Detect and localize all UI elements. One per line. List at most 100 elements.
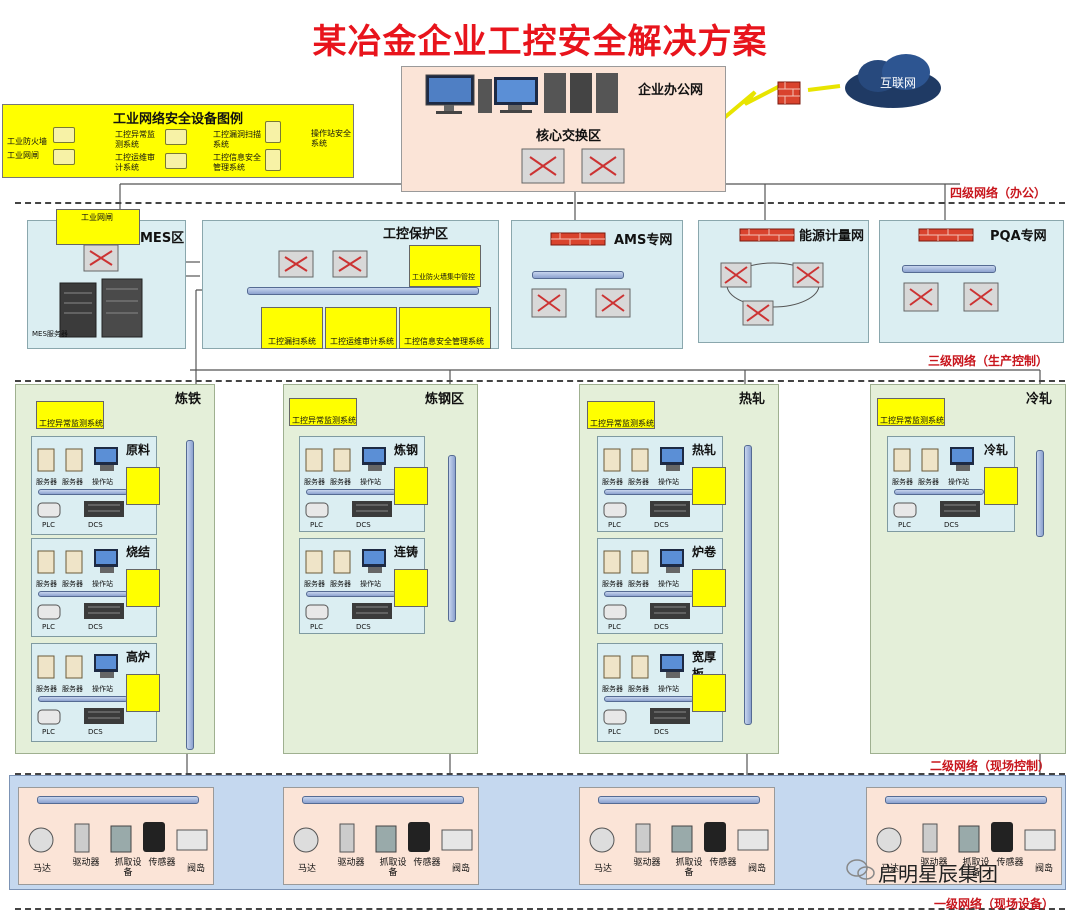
device-label: 服务器 bbox=[602, 478, 623, 486]
mes-zone-title: MES区 bbox=[140, 231, 185, 246]
area-monitor-box: 工控异常监测系统 bbox=[877, 398, 945, 426]
station-security-box bbox=[394, 569, 428, 607]
server-station-icon bbox=[37, 447, 118, 472]
area-title: 炼钢区 bbox=[424, 392, 464, 407]
level2-label: 二级网络（现场控制） bbox=[930, 759, 1051, 773]
protect-bus bbox=[247, 287, 479, 295]
control-cell-title: 炉卷 bbox=[692, 545, 717, 559]
internet-cloud-icon bbox=[845, 54, 941, 108]
station-security-box bbox=[126, 467, 160, 505]
mes-switch-icon bbox=[83, 244, 119, 272]
legend-item-scan: 工控漏洞扫描系统 bbox=[213, 130, 261, 149]
field-device-label: 马达 bbox=[297, 864, 316, 874]
area-vertical-bus bbox=[448, 455, 456, 622]
legend-item-audit: 工控运维审计系统 bbox=[115, 153, 155, 172]
field-device-group: 马达驱动器抓取设备传感器阀岛 bbox=[579, 787, 775, 885]
dcs-label: DCS bbox=[88, 521, 103, 529]
device-label: 操作站 bbox=[92, 580, 113, 588]
plc-dcs-icon bbox=[305, 603, 392, 620]
field-device-label: 抓取设备 bbox=[675, 858, 703, 878]
field-device-label: 传感器 bbox=[996, 858, 1024, 868]
field-devices-icon bbox=[586, 816, 772, 856]
device-label: 操作站 bbox=[658, 478, 679, 486]
mes-gateway-box: 工业网闸 bbox=[56, 209, 140, 245]
plc-dcs-icon bbox=[305, 501, 392, 518]
legend-item-infosec: 工控信息安全管理系统 bbox=[213, 153, 261, 172]
plc-label: PLC bbox=[310, 623, 324, 631]
mes-gateway-label: 工业网闸 bbox=[81, 213, 113, 222]
legend-item-firewall: 工业防火墙 bbox=[7, 137, 47, 146]
field-device-label: 传感器 bbox=[148, 858, 176, 868]
field-device-group: 马达驱动器抓取设备传感器阀岛 bbox=[283, 787, 479, 885]
control-cell-title: 冷轧 bbox=[984, 443, 1009, 457]
level1-divider bbox=[15, 908, 1065, 910]
device-label: 服务器 bbox=[892, 478, 913, 486]
protect-zone: 工控保护区 工业防火墙集中管控 工控漏扫系统 工控运维审计系统 工控信息安全管理… bbox=[202, 220, 499, 349]
plc-dcs-icon bbox=[37, 501, 124, 518]
control-cell-title: 原料 bbox=[126, 443, 151, 457]
station-security-box bbox=[984, 467, 1018, 505]
cell-bus bbox=[604, 489, 694, 495]
pqa-firewall-icon bbox=[918, 228, 974, 242]
server-station-icon bbox=[305, 447, 386, 472]
plc-label: PLC bbox=[310, 521, 324, 529]
device-label: 操作站 bbox=[658, 685, 679, 693]
device-label: 服务器 bbox=[36, 580, 57, 588]
field-devices-icon bbox=[290, 816, 476, 856]
plc-dcs-icon bbox=[603, 501, 690, 518]
plc-label: PLC bbox=[608, 521, 622, 529]
watermark-text: 启明星辰集团 bbox=[878, 862, 998, 886]
device-label: 服务器 bbox=[304, 478, 325, 486]
office-network-zone: 企业办公网 核心交换区 bbox=[401, 66, 726, 192]
device-label: 操作站 bbox=[360, 580, 381, 588]
device-label: 操作站 bbox=[360, 478, 381, 486]
device-label: 服务器 bbox=[602, 685, 623, 693]
protect-infosec-label: 工控信息安全管理系统 bbox=[404, 337, 484, 346]
legend-item-station: 操作站安全系统 bbox=[311, 129, 351, 148]
field-device-label: 马达 bbox=[593, 864, 612, 874]
level2-divider bbox=[15, 773, 1065, 775]
server-station-icon bbox=[603, 447, 684, 472]
server-station-icon bbox=[305, 549, 386, 574]
device-label: 操作站 bbox=[658, 580, 679, 588]
device-label: 服务器 bbox=[62, 478, 83, 486]
field-device-label: 抓取设备 bbox=[962, 858, 990, 878]
station-security-box bbox=[394, 467, 428, 505]
device-label: 服务器 bbox=[36, 478, 57, 486]
field-devices-icon bbox=[25, 816, 211, 856]
area-monitor-label: 工控异常监测系统 bbox=[590, 419, 654, 428]
audit-device-icon bbox=[165, 153, 187, 169]
firewall-center-label: 工业防火墙集中管控 bbox=[412, 273, 475, 281]
protect-infosec-box: 工控信息安全管理系统 bbox=[399, 307, 491, 349]
device-label: 服务器 bbox=[628, 685, 649, 693]
protect-scan-box: 工控漏扫系统 bbox=[261, 307, 323, 349]
field-device-label: 阀岛 bbox=[186, 864, 205, 874]
field-device-label: 驱动器 bbox=[72, 858, 100, 868]
device-label: 服务器 bbox=[330, 580, 351, 588]
energy-zone-title: 能源计量网 bbox=[799, 229, 865, 244]
legend-item-monitor: 工控异常监测系统 bbox=[115, 130, 155, 149]
energy-zone: 能源计量网 bbox=[698, 220, 869, 343]
cell-bus bbox=[38, 591, 128, 597]
wechat-icon bbox=[846, 859, 875, 880]
cell-bus bbox=[604, 696, 694, 702]
server-station-icon bbox=[603, 654, 684, 679]
monitor-device-icon bbox=[165, 129, 187, 145]
field-device-label: 驱动器 bbox=[337, 858, 365, 868]
ams-switches-icon bbox=[531, 288, 631, 318]
level1-label: 一级网络（现场设备） bbox=[934, 897, 1055, 911]
mes-zone: MES区 工业网闸 MES服务器 bbox=[27, 209, 186, 349]
dcs-label: DCS bbox=[944, 521, 959, 529]
plc-dcs-icon bbox=[37, 708, 124, 725]
field-device-label: 马达 bbox=[32, 864, 51, 874]
cell-bus bbox=[38, 696, 128, 702]
plc-dcs-icon bbox=[603, 603, 690, 620]
cell-bus bbox=[306, 489, 396, 495]
level3-divider bbox=[15, 380, 1065, 382]
field-device-label: 阀岛 bbox=[1034, 864, 1053, 874]
device-label: 服务器 bbox=[602, 580, 623, 588]
field-device-group: 马达驱动器抓取设备传感器阀岛 bbox=[866, 787, 1062, 885]
station-security-box bbox=[692, 467, 726, 505]
